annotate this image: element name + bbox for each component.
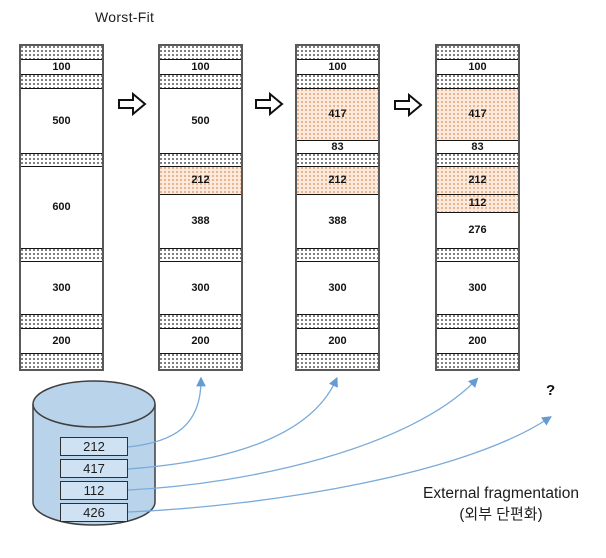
memory-hole-band	[437, 354, 518, 369]
memory-block-label: 200	[468, 334, 487, 347]
memory-hole-band	[160, 354, 241, 369]
memory-free-block: 100	[21, 60, 102, 75]
memory-allocated-block: 417	[437, 89, 518, 141]
memory-hole-band	[21, 154, 102, 167]
caption-line-english: External fragmentation	[423, 485, 579, 502]
unallocatable-question-mark: ?	[546, 382, 556, 399]
queue-item: 212	[60, 437, 128, 456]
memory-allocated-block: 417	[297, 89, 378, 141]
memory-hole-band	[437, 154, 518, 167]
memory-block-label: 500	[191, 114, 210, 127]
memory-block-label: 100	[52, 60, 71, 73]
memory-hole-band	[160, 315, 241, 329]
memory-hole-band	[160, 249, 241, 262]
external-fragmentation-caption: External fragmentation (외부 단편화)	[395, 484, 606, 524]
memory-column: 100 417 83 212 388 300 200	[295, 44, 380, 371]
memory-block-label: 388	[191, 215, 210, 227]
memory-hole-band	[21, 354, 102, 369]
memory-free-block: 200	[21, 329, 102, 354]
memory-block-label: 417	[468, 108, 487, 120]
memory-block-label: 300	[52, 281, 71, 294]
memory-hole-band	[297, 154, 378, 167]
memory-block-label: 112	[468, 197, 487, 209]
memory-block-label: 212	[468, 174, 487, 186]
memory-hole-band	[297, 354, 378, 369]
memory-allocated-block: 212	[160, 167, 241, 195]
memory-hole-band	[160, 46, 241, 60]
memory-block-label: 212	[191, 174, 210, 186]
memory-free-block: 500	[21, 89, 102, 154]
step-arrow-icon	[393, 92, 423, 118]
memory-hole-band	[21, 249, 102, 262]
memory-hole-band	[21, 75, 102, 89]
memory-hole-band	[297, 315, 378, 329]
memory-hole-band	[21, 315, 102, 329]
memory-hole-band	[437, 46, 518, 60]
memory-column: 100 417 83 212 112 276 300 200	[435, 44, 520, 371]
memory-allocated-block: 212	[297, 167, 378, 195]
memory-hole-band	[297, 249, 378, 262]
memory-block-label: 200	[191, 334, 210, 347]
memory-free-block: 388	[160, 195, 241, 249]
memory-block-label: 500	[52, 114, 71, 127]
memory-free-block: 600	[21, 167, 102, 249]
memory-free-block: 100	[297, 60, 378, 75]
memory-free-block: 300	[160, 262, 241, 315]
step-arrow-icon	[117, 91, 147, 117]
memory-allocated-block: 212	[437, 167, 518, 195]
memory-free-block: 200	[160, 329, 241, 354]
page-title: Worst-Fit	[95, 9, 155, 25]
memory-free-block: 388	[297, 195, 378, 249]
memory-allocated-block: 112	[437, 195, 518, 213]
memory-hole-band	[437, 75, 518, 89]
memory-block-label: 100	[328, 60, 347, 73]
memory-column: 100 500 212 388 300 200	[158, 44, 243, 371]
flow-arrow-112	[127, 377, 479, 491]
memory-block-label: 200	[328, 334, 347, 347]
memory-free-block: 200	[437, 329, 518, 354]
memory-free-block: 500	[160, 89, 241, 154]
memory-hole-band	[437, 315, 518, 329]
memory-free-block: 300	[297, 262, 378, 315]
memory-hole-band	[160, 154, 241, 167]
memory-block-label: 100	[468, 60, 487, 73]
memory-block-label: 300	[328, 281, 347, 294]
memory-column: 100 500 600 300 200	[19, 44, 104, 371]
memory-free-block: 200	[297, 329, 378, 354]
memory-block-label: 600	[52, 201, 71, 213]
memory-free-block: 83	[437, 141, 518, 154]
memory-block-label: 300	[468, 281, 487, 294]
queue-item: 417	[60, 459, 128, 478]
memory-block-label: 83	[471, 141, 484, 153]
memory-block-label: 83	[331, 141, 344, 153]
memory-block-label: 100	[191, 60, 210, 73]
memory-hole-band	[297, 46, 378, 60]
memory-block-label: 200	[52, 334, 71, 347]
memory-hole-band	[21, 46, 102, 60]
memory-block-label: 417	[328, 108, 347, 120]
memory-free-block: 100	[160, 60, 241, 75]
memory-hole-band	[160, 75, 241, 89]
memory-free-block: 300	[437, 262, 518, 315]
memory-block-label: 300	[191, 281, 210, 294]
memory-free-block: 83	[297, 141, 378, 154]
memory-hole-band	[297, 75, 378, 89]
memory-hole-band	[437, 249, 518, 262]
queue-item: 426	[60, 503, 128, 522]
queue-item: 112	[60, 481, 128, 500]
memory-free-block: 100	[437, 60, 518, 75]
memory-free-block: 276	[437, 213, 518, 249]
step-arrow-icon	[254, 91, 284, 117]
memory-free-block: 300	[21, 262, 102, 315]
memory-block-label: 276	[468, 224, 487, 236]
caption-line-korean: (외부 단편화)	[459, 505, 543, 523]
memory-block-label: 212	[328, 174, 347, 186]
memory-block-label: 388	[328, 215, 347, 227]
